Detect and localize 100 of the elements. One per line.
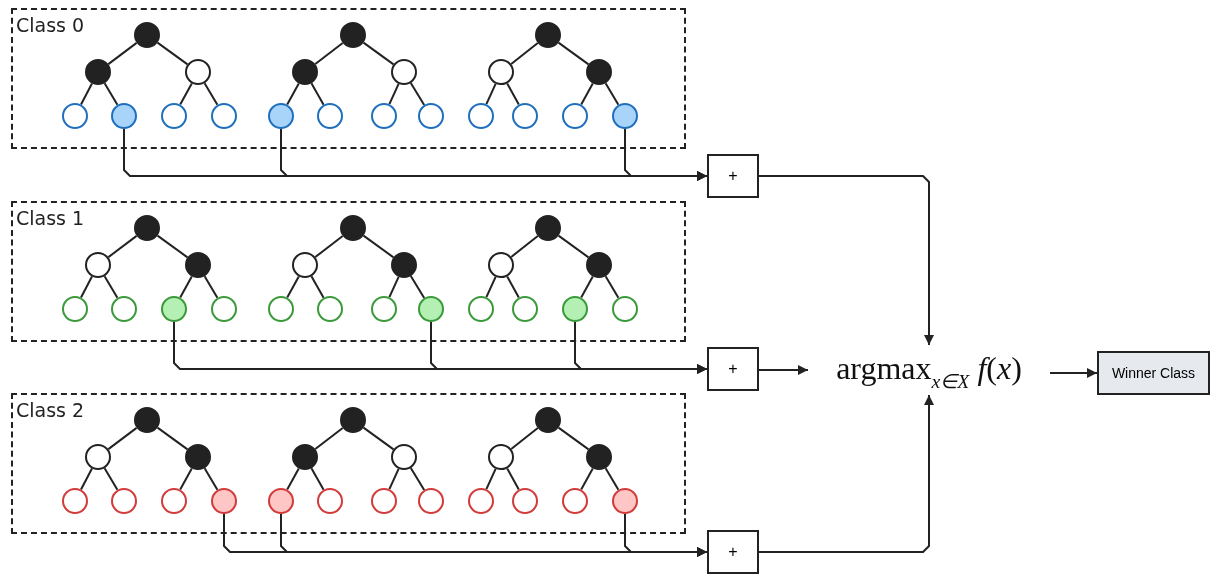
tree-node-circle [292, 59, 318, 85]
leaf-node-circle [111, 103, 137, 129]
tree-branch-line [485, 82, 497, 106]
tree-branch-line [286, 275, 300, 299]
output-box: Winner Class [1097, 351, 1210, 395]
dashed-group-frame [11, 8, 686, 149]
leaf-node-circle [62, 488, 88, 514]
tree-node-circle [586, 59, 612, 85]
tree-branch-line [506, 82, 520, 106]
tree-branch-line [156, 41, 189, 66]
tree-branch-line [286, 467, 300, 491]
tree-node-circle [391, 444, 417, 470]
tree-branch-line [203, 275, 219, 299]
argmax-formula: argmax$_{x∈X}$ f(x) [808, 345, 1050, 395]
tree-branch-line [362, 234, 395, 259]
tree-branch-line [314, 234, 344, 259]
leaf-node-circle [562, 103, 588, 129]
tree-branch-line [604, 467, 620, 491]
tree-branch-line [156, 234, 189, 259]
group-label: Class 2 [16, 399, 85, 421]
tree-node-circle [134, 407, 160, 433]
leaf-node-circle [562, 488, 588, 514]
leaf-node-circle [161, 296, 187, 322]
tree-branch-line [103, 82, 119, 106]
tree-node-circle [292, 252, 318, 278]
leaf-node-circle [371, 103, 397, 129]
tree-node-circle [586, 252, 612, 278]
tree-branch-line [506, 467, 520, 491]
tree-branch-line [510, 427, 539, 450]
leaf-node-circle [562, 296, 588, 322]
tree-branch-line [557, 426, 590, 451]
leaf-node-circle [211, 103, 237, 129]
leaf-node-circle [468, 488, 494, 514]
tree-node-circle [488, 252, 514, 278]
tree-branch-line [510, 235, 539, 258]
leaf-node-circle [268, 488, 294, 514]
leaf-node-circle [418, 296, 444, 322]
tree-branch-line [362, 426, 395, 451]
arrow [758, 394, 934, 553]
tree-node-circle [185, 252, 211, 278]
tree-branch-line [409, 275, 426, 299]
tree-branch-line [310, 82, 325, 106]
tree-branch-line [388, 275, 400, 299]
tree-branch-line [179, 82, 193, 106]
tree-node-circle [535, 22, 561, 48]
tree-node-circle [134, 215, 160, 241]
tree-branch-line [510, 42, 539, 65]
group-label: Class 1 [16, 207, 85, 229]
tree-node-circle [185, 59, 211, 85]
tree-node-circle [85, 444, 111, 470]
leaf-node-circle [62, 296, 88, 322]
tree-node-circle [85, 59, 111, 85]
tree-branch-line [485, 275, 497, 299]
leaf-node-circle [612, 488, 638, 514]
tree-branch-line [179, 275, 193, 299]
leaf-node-circle [268, 103, 294, 129]
leaf-node-circle [268, 296, 294, 322]
sum-box: + [707, 154, 759, 198]
leaf-node-circle [612, 103, 638, 129]
leaf-node-circle [317, 296, 343, 322]
tree-branch-line [314, 426, 344, 451]
tree-branch-line [107, 234, 138, 259]
tree-branch-line [388, 82, 400, 106]
tree-branch-line [604, 82, 620, 106]
tree-node-circle [391, 59, 417, 85]
leaf-node-circle [111, 296, 137, 322]
group-label: Class 0 [16, 14, 85, 36]
leaf-node-circle [317, 488, 343, 514]
leaf-node-circle [512, 296, 538, 322]
tree-branch-line [203, 82, 219, 106]
leaf-node-circle [418, 103, 444, 129]
tree-branch-line [580, 275, 594, 299]
tree-branch-line [107, 41, 138, 66]
tree-branch-line [388, 467, 400, 491]
leaf-node-circle [111, 488, 137, 514]
leaf-node-circle [512, 488, 538, 514]
tree-branch-line [557, 234, 590, 259]
arrow [574, 321, 708, 374]
tree-node-circle [85, 252, 111, 278]
tree-branch-line [362, 41, 395, 66]
tree-branch-line [580, 467, 594, 491]
tree-node-circle [391, 252, 417, 278]
leaf-node-circle [468, 296, 494, 322]
arrow [624, 513, 708, 557]
tree-branch-line [179, 467, 193, 491]
leaf-node-circle [317, 103, 343, 129]
sum-box: + [707, 347, 759, 391]
tree-branch-line [409, 82, 426, 106]
tree-branch-line [203, 467, 219, 491]
tree-node-circle [586, 444, 612, 470]
leaf-node-circle [62, 103, 88, 129]
tree-branch-line [107, 426, 138, 451]
tree-branch-line [485, 467, 497, 491]
tree-branch-line [409, 467, 426, 491]
tree-branch-line [557, 41, 590, 66]
leaf-node-circle [512, 103, 538, 129]
tree-node-circle [292, 444, 318, 470]
sum-box: + [707, 530, 759, 574]
leaf-node-circle [468, 103, 494, 129]
tree-branch-line [80, 82, 93, 106]
